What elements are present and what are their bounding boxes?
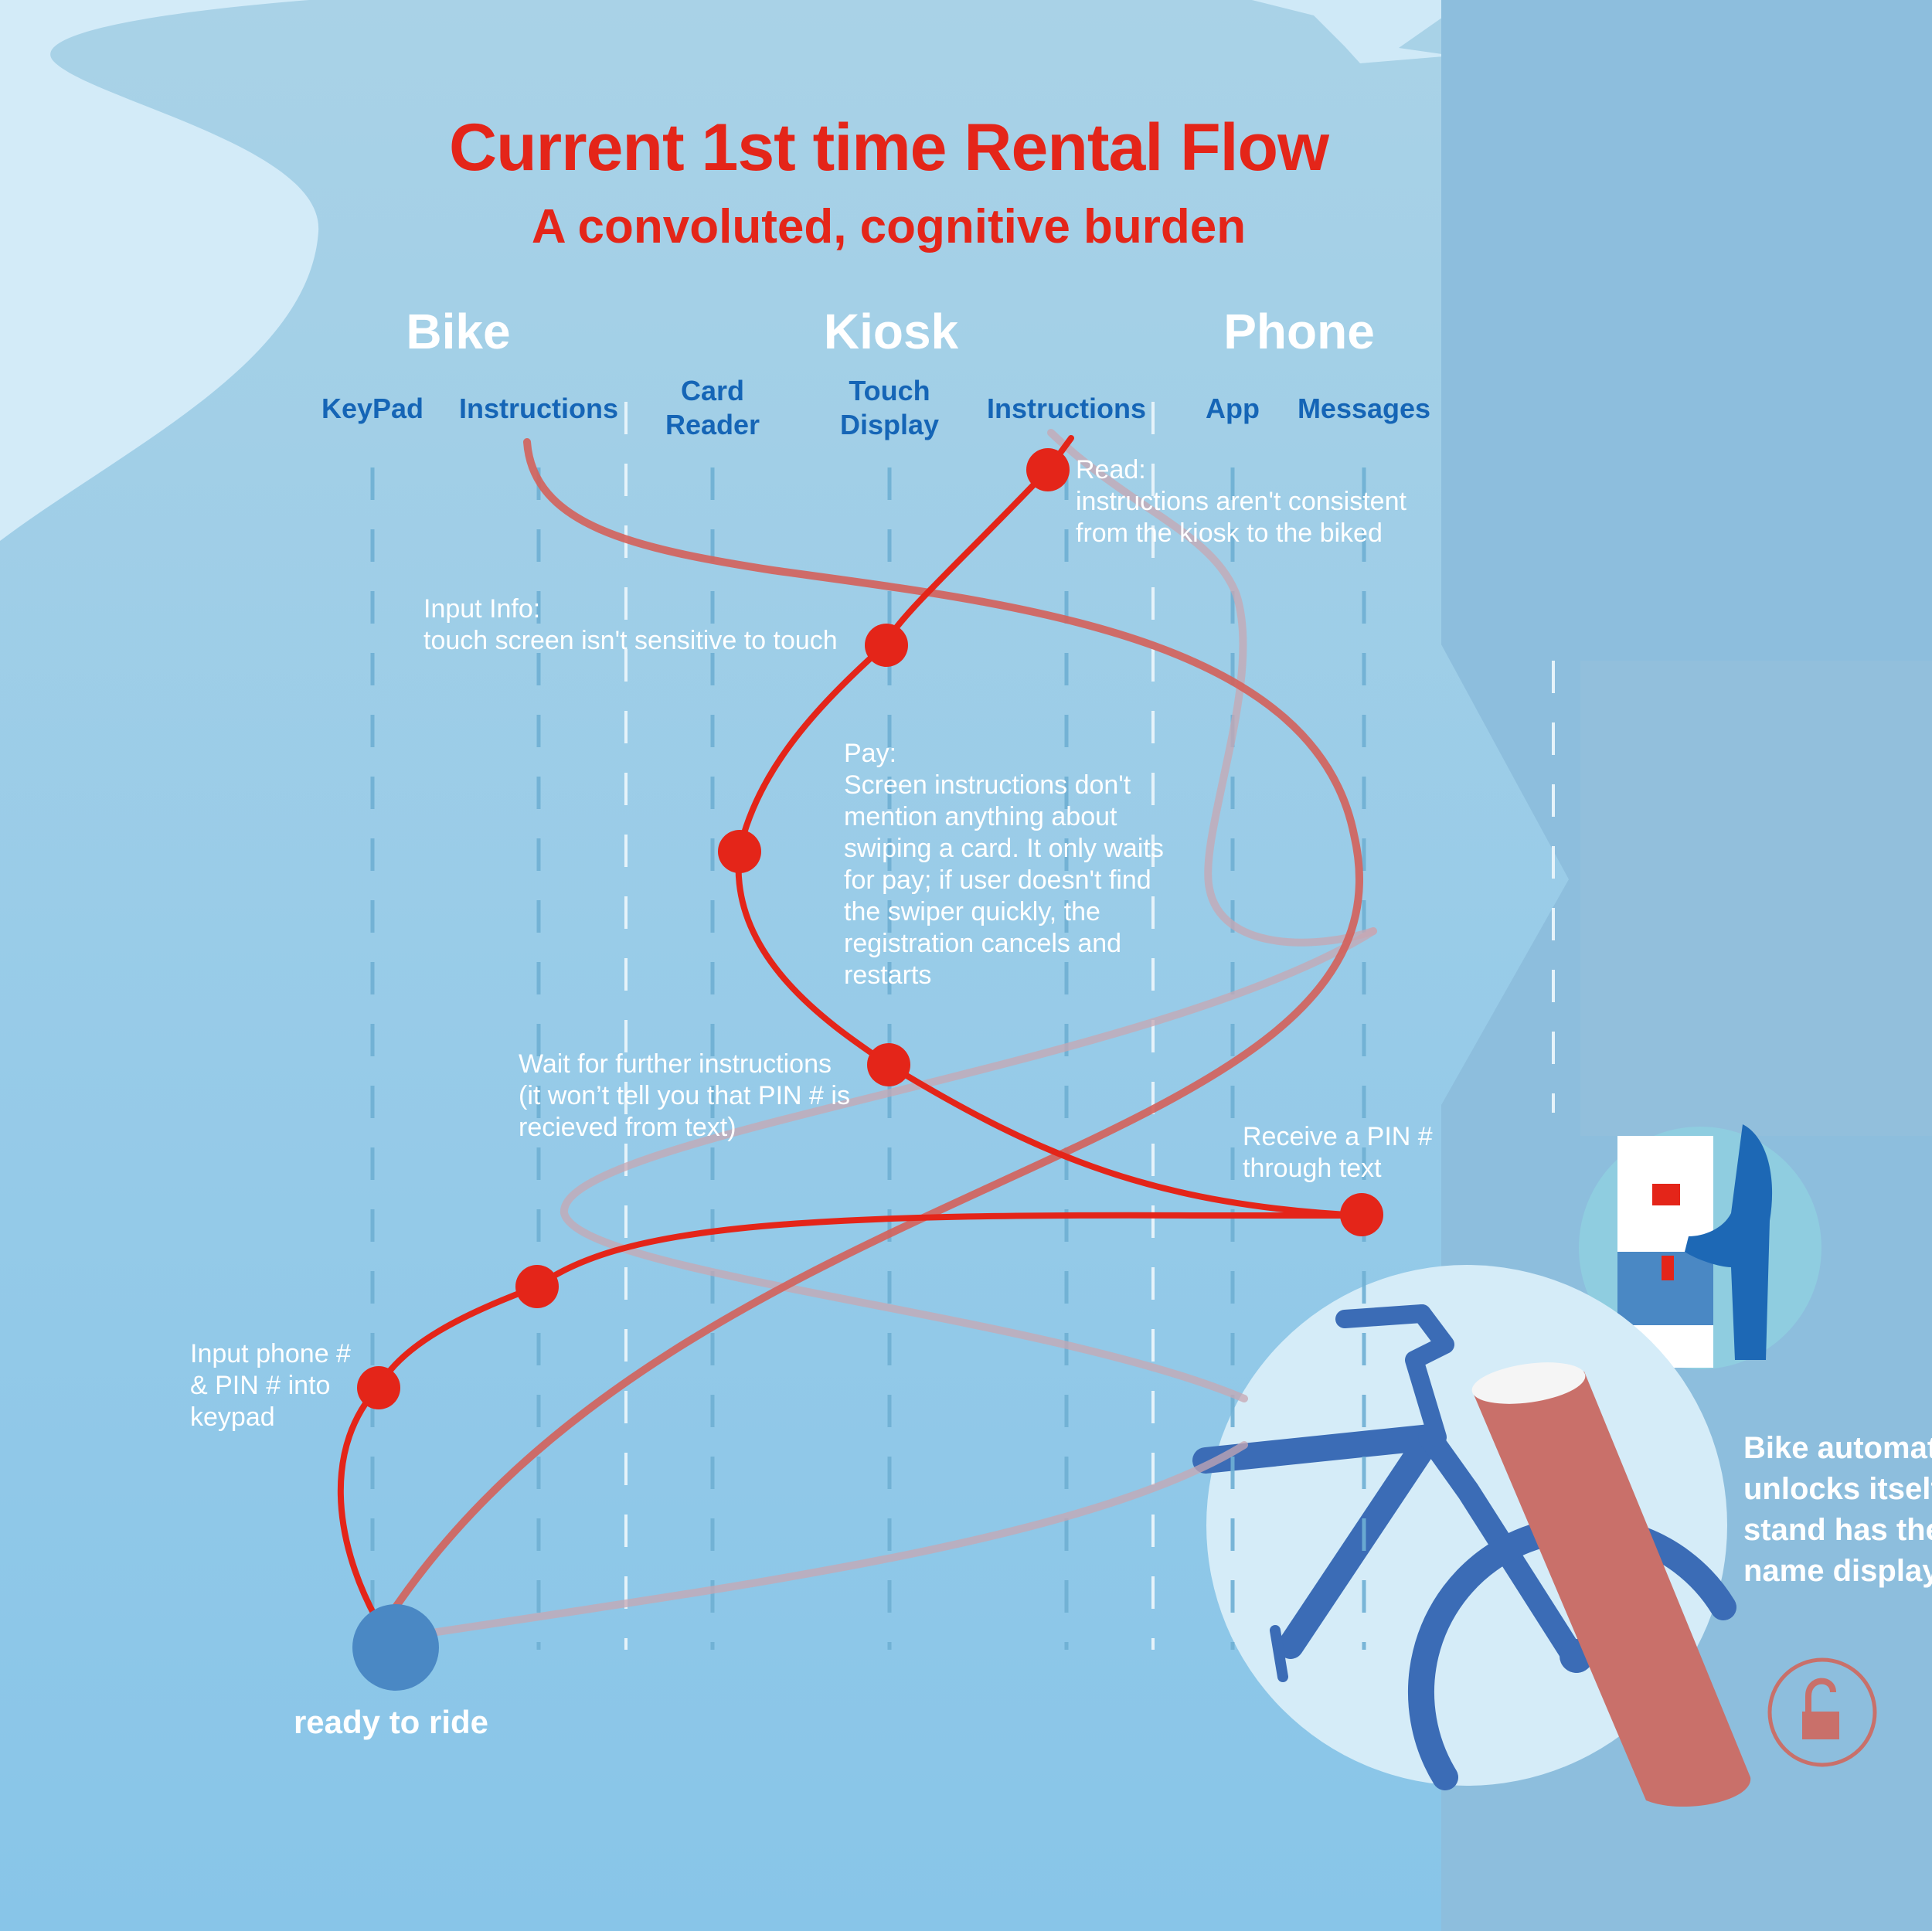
column-label-bike-instructions: Instructions [458,393,618,424]
column-label-kiosk-instructions: Instructions [986,393,1146,424]
step-note-input-info: Input Info: touch screen isn't sensitive… [423,594,838,655]
page-title: Current 1st time Rental Flow [449,110,1329,185]
end-state-label: ready to ride [293,1704,489,1740]
step-nodes [357,448,1383,1409]
top-arrow-shape [1252,0,1453,63]
page-subtitle: A convoluted, cognitive burden [531,200,1247,253]
main-flow-path [337,435,1362,1622]
step-note-wait: Wait for further instructions (it won’t … [519,1049,850,1142]
bike-post-top [1471,1362,1586,1404]
column-label-app: App [1206,393,1260,424]
kiosk-screen [1652,1184,1680,1205]
bike-drawing [1192,1304,1736,1790]
node-keypad-a [515,1265,559,1308]
lock-body [1802,1712,1839,1739]
group-label-kiosk: Kiosk [823,304,959,359]
node-keypad-b [357,1366,400,1409]
group-label-bike: Bike [406,304,511,359]
lock-circle [1767,1657,1877,1767]
bike-post [1472,1372,1751,1807]
step-note-input-phone: Input phone # & PIN # into keypad [190,1339,351,1432]
node-wait [867,1043,910,1086]
ready-node [352,1604,439,1691]
light-wave-shape [0,0,319,541]
kiosk-card-slot [1662,1256,1674,1280]
step-note-read: Read: instructions aren't consistent fro… [1076,455,1406,548]
node-read [1026,448,1070,491]
node-input-info [865,624,908,667]
column-label-card-reader: Card Reader [665,375,760,440]
step-note-pay: Pay: Screen instructions don't mention a… [844,739,1164,990]
bike-unlock-caption: Bike automat unlocks itself stand has th… [1743,1431,1932,1588]
node-receive-pin [1340,1193,1383,1236]
node-pay [718,830,761,873]
column-label-keypad: KeyPad [321,393,424,424]
person-figure [1685,1124,1773,1360]
mirror-path [383,429,1377,1644]
column-label-touch-display: Touch Display [839,375,940,440]
group-label-phone: Phone [1223,304,1375,359]
right-panel-shade [1580,661,1932,1136]
column-label-messages: Messages [1297,393,1431,424]
step-note-receive-pin: Receive a PIN # through text [1243,1122,1433,1183]
lock-shackle [1805,1678,1836,1712]
